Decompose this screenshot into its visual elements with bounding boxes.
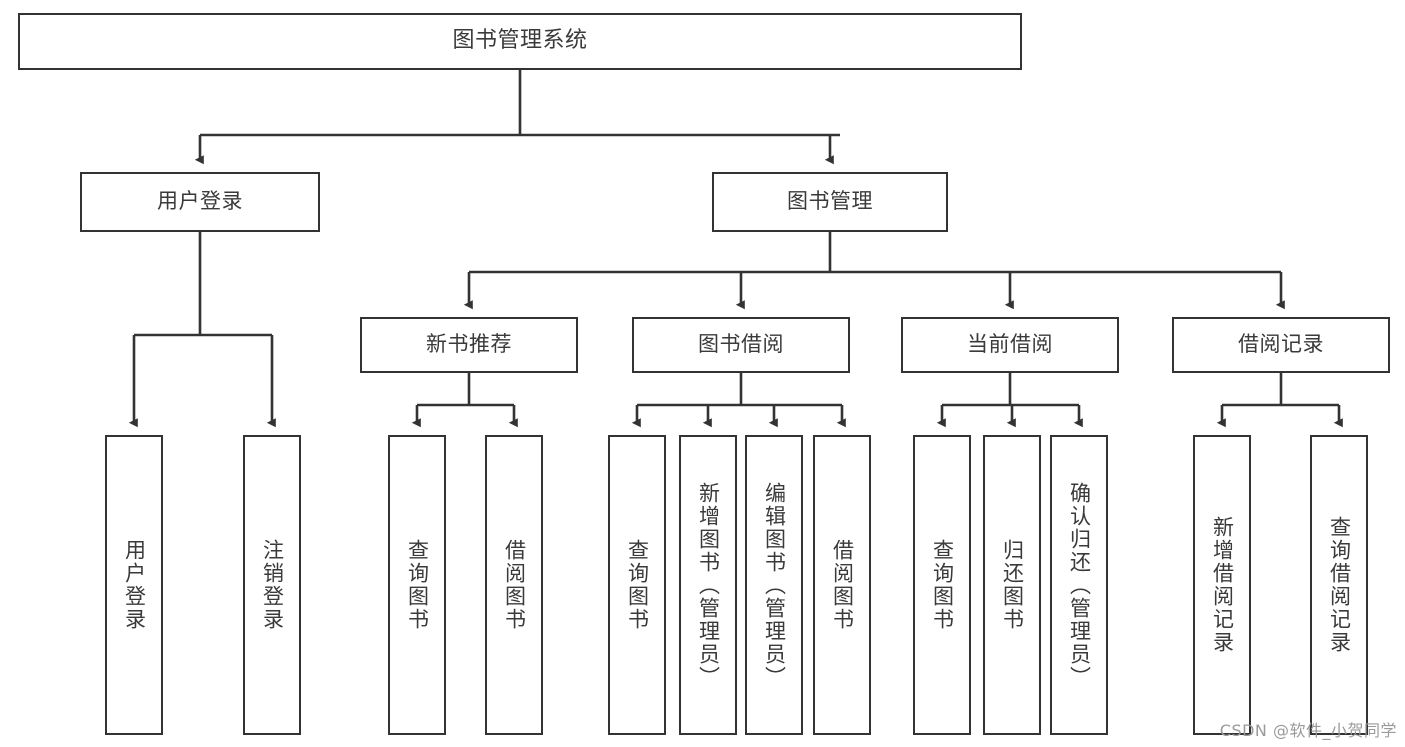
node-leaf-borrow-book-2-label: 借阅图书 bbox=[830, 539, 855, 631]
node-book-manage[interactable]: 图书管理 bbox=[712, 172, 948, 232]
node-leaf-return-book-label: 归还图书 bbox=[1000, 539, 1025, 631]
node-leaf-add-book[interactable]: 新增图书（管理员） bbox=[679, 435, 737, 735]
node-root[interactable]: 图书管理系统 bbox=[18, 13, 1022, 70]
node-new-book-rec-label: 新书推荐 bbox=[426, 332, 512, 357]
node-borrow-record[interactable]: 借阅记录 bbox=[1172, 317, 1390, 373]
node-leaf-borrow-book-1-label: 借阅图书 bbox=[502, 539, 527, 631]
node-leaf-add-book-label: 新增图书（管理员） bbox=[696, 481, 721, 689]
node-leaf-edit-book[interactable]: 编辑图书（管理员） bbox=[745, 435, 803, 735]
node-leaf-confirm-return-label: 确认归还（管理员） bbox=[1067, 481, 1092, 689]
node-user-login[interactable]: 用户登录 bbox=[80, 172, 320, 232]
node-book-borrow[interactable]: 图书借阅 bbox=[632, 317, 850, 373]
node-leaf-return-book[interactable]: 归还图书 bbox=[983, 435, 1041, 735]
node-book-manage-label: 图书管理 bbox=[787, 189, 873, 214]
node-leaf-query-book-3-label: 查询图书 bbox=[930, 539, 955, 631]
node-leaf-borrow-book-2[interactable]: 借阅图书 bbox=[813, 435, 871, 735]
node-book-borrow-label: 图书借阅 bbox=[698, 332, 784, 357]
node-leaf-query-record-label: 查询借阅记录 bbox=[1327, 516, 1352, 654]
watermark-text: CSDN @软件_小贺同学 bbox=[1219, 721, 1397, 740]
node-leaf-logout-login-label: 注销登录 bbox=[260, 539, 285, 631]
node-leaf-edit-book-label: 编辑图书（管理员） bbox=[762, 481, 787, 689]
node-borrow-record-label: 借阅记录 bbox=[1238, 332, 1324, 357]
node-leaf-query-book-2[interactable]: 查询图书 bbox=[608, 435, 666, 735]
node-leaf-logout-login[interactable]: 注销登录 bbox=[243, 435, 301, 735]
node-leaf-user-login-label: 用户登录 bbox=[122, 539, 147, 631]
node-leaf-query-book-1[interactable]: 查询图书 bbox=[388, 435, 446, 735]
node-leaf-query-book-1-label: 查询图书 bbox=[405, 539, 430, 631]
node-leaf-add-record[interactable]: 新增借阅记录 bbox=[1193, 435, 1251, 735]
node-current-borrow-label: 当前借阅 bbox=[967, 332, 1053, 357]
node-leaf-query-record[interactable]: 查询借阅记录 bbox=[1310, 435, 1368, 735]
node-leaf-query-book-3[interactable]: 查询图书 bbox=[913, 435, 971, 735]
node-new-book-rec[interactable]: 新书推荐 bbox=[360, 317, 578, 373]
node-leaf-add-record-label: 新增借阅记录 bbox=[1210, 516, 1235, 654]
node-leaf-borrow-book-1[interactable]: 借阅图书 bbox=[485, 435, 543, 735]
node-current-borrow[interactable]: 当前借阅 bbox=[901, 317, 1119, 373]
node-leaf-user-login[interactable]: 用户登录 bbox=[105, 435, 163, 735]
node-root-label: 图书管理系统 bbox=[452, 28, 588, 54]
node-leaf-confirm-return[interactable]: 确认归还（管理员） bbox=[1050, 435, 1108, 735]
node-user-login-label: 用户登录 bbox=[157, 189, 243, 214]
node-leaf-query-book-2-label: 查询图书 bbox=[625, 539, 650, 631]
